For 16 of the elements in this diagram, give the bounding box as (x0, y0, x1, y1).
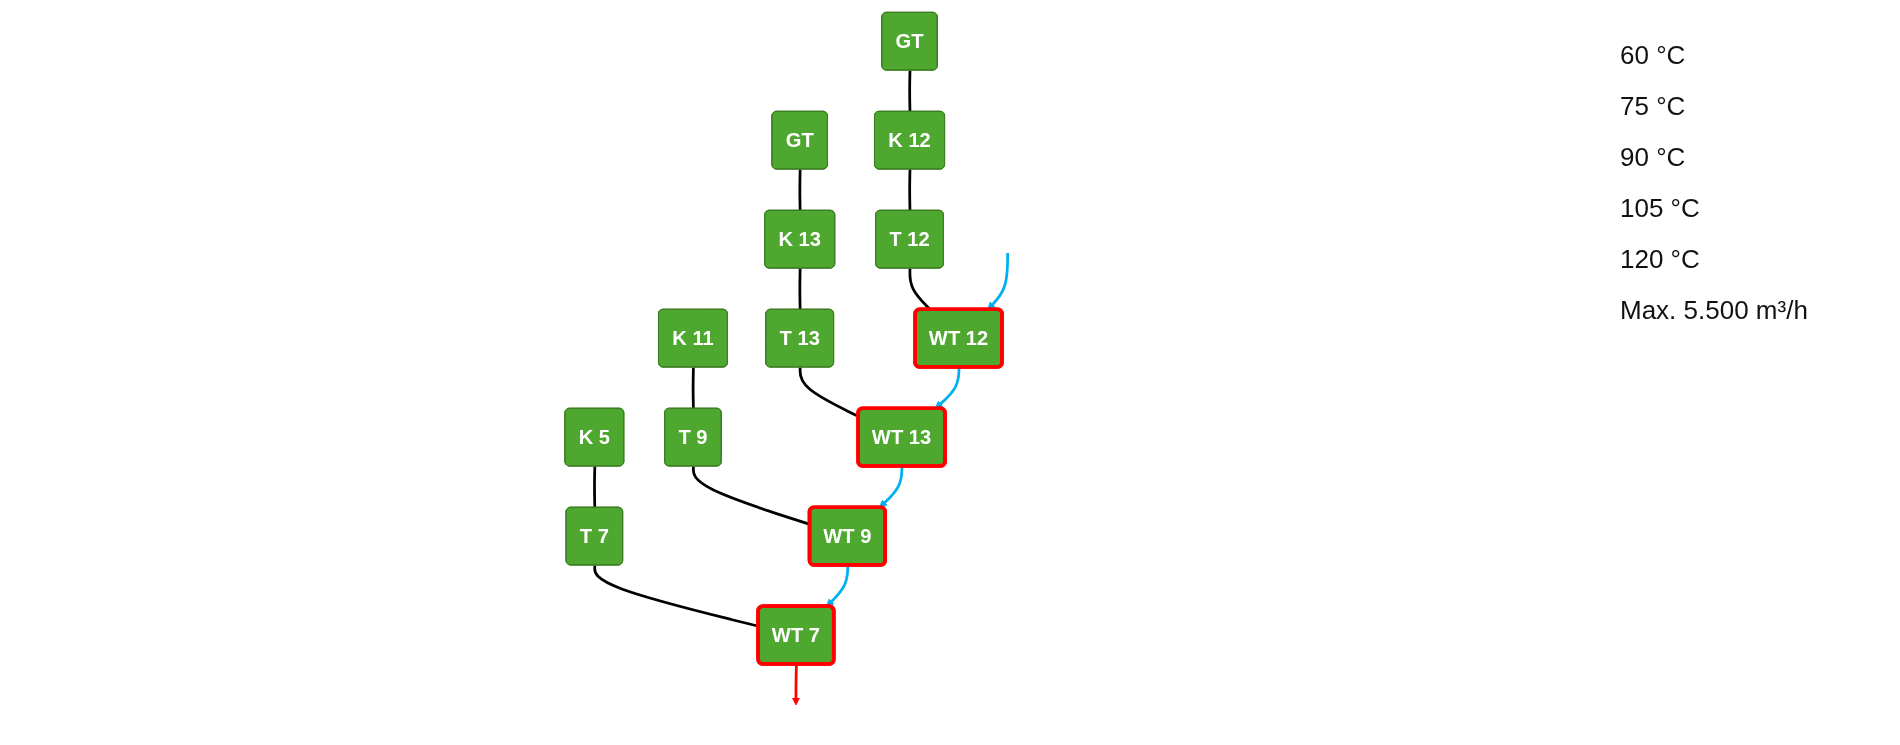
connector (593, 466, 597, 508)
annotation-text: 120 °C (1620, 244, 1700, 275)
connector (798, 268, 802, 310)
annotation-text: 75 °C (1620, 91, 1686, 122)
annotation-text: Max. 5.500 m³/h (1620, 295, 1808, 326)
annotation-text: 105 °C (1620, 193, 1700, 224)
connector (908, 70, 912, 112)
arrow (791, 664, 800, 706)
arrow (826, 565, 850, 607)
connector (908, 169, 912, 211)
arrow (934, 367, 961, 410)
annotation-text: 90 °C (1620, 142, 1686, 173)
connector (691, 367, 695, 409)
connector (798, 169, 802, 211)
annotation-text: 60 °C (1620, 40, 1686, 71)
arrow (879, 466, 904, 509)
